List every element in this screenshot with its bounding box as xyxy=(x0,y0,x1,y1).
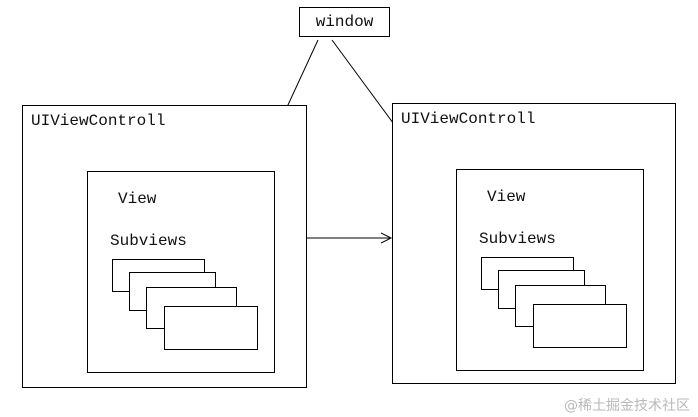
uiviewcontroller-right-title: UIViewControll xyxy=(401,110,536,128)
view-box-left: View Subviews xyxy=(87,171,275,373)
window-box: window xyxy=(299,7,390,37)
subviews-label-right: Subviews xyxy=(479,230,556,248)
uiviewcontroller-left-title: UIViewControll xyxy=(31,112,166,130)
uiviewcontroller-box-left: UIViewControll View Subviews xyxy=(22,105,307,388)
subview-rect xyxy=(533,304,627,348)
view-label-left: View xyxy=(118,190,157,208)
watermark-text: @稀土掘金技术社区 xyxy=(564,398,690,414)
view-box-right: View Subviews xyxy=(456,169,644,371)
window-label: window xyxy=(315,13,374,31)
view-label-right: View xyxy=(487,188,526,206)
uiviewcontroller-box-right: UIViewControll View Subviews xyxy=(392,103,676,384)
subviews-label-left: Subviews xyxy=(110,232,187,250)
subview-rect xyxy=(164,306,258,350)
